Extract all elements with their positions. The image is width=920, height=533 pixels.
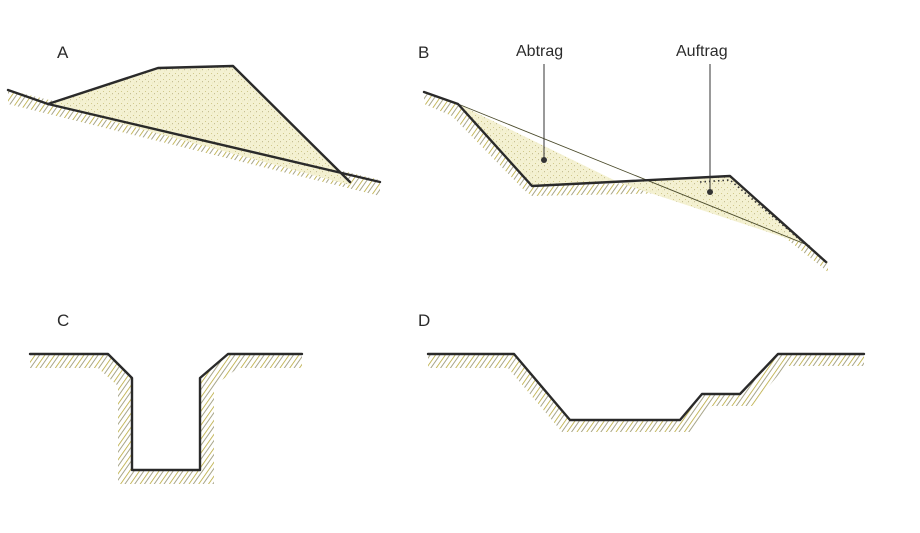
panel-d-trench-outline [426, 352, 866, 422]
panel-b: B Abtrag Auftrag [418, 43, 828, 272]
panel-a-embankment-fill [48, 66, 350, 185]
panel-c-trench-outline [28, 352, 304, 472]
panel-a: A [6, 43, 382, 196]
panel-d: D [418, 311, 866, 432]
cut-label: Abtrag [516, 43, 563, 60]
panel-b-label: B [418, 43, 429, 62]
panel-d-ground-hatch [428, 354, 864, 432]
cut-leader-dot [541, 157, 547, 163]
panel-b-fill-zone [620, 176, 810, 246]
panel-b-cut-zone [458, 104, 620, 186]
panel-d-label: D [418, 311, 430, 330]
panel-a-embankment-outline [46, 64, 352, 184]
panel-a-label: A [57, 43, 69, 62]
panel-c-ground-hatch [30, 354, 302, 484]
fill-leader-dot [707, 189, 713, 195]
fill-label: Auftrag [676, 43, 728, 60]
panel-b-profile-line [422, 90, 828, 264]
panel-c: C [28, 311, 304, 484]
panel-c-label: C [57, 311, 69, 330]
panel-b-original-ground [457, 103, 811, 247]
